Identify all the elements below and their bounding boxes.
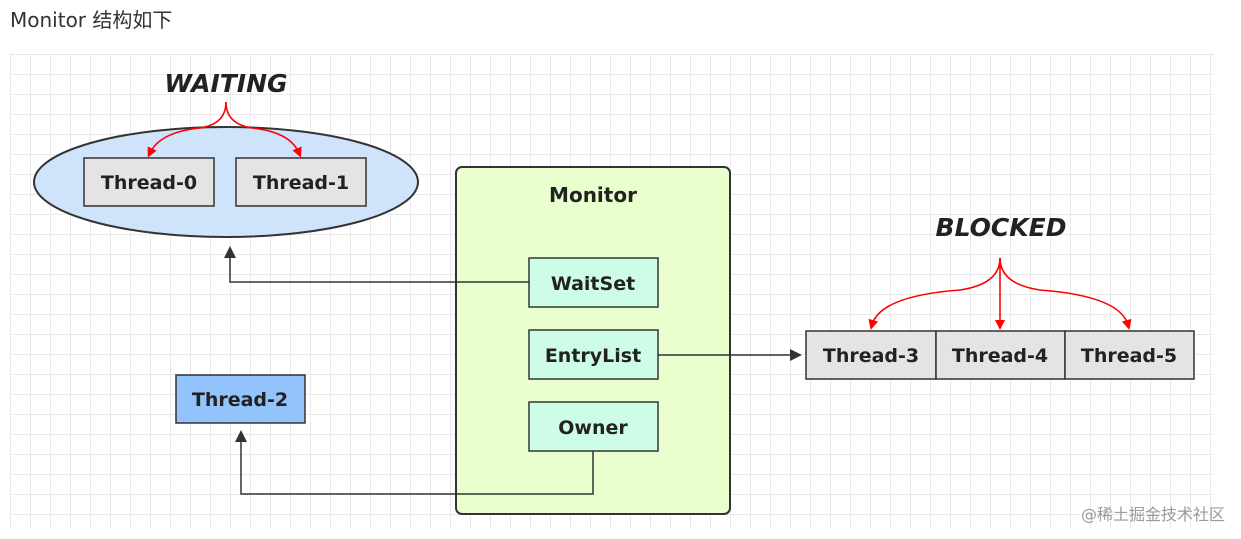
thread-3-box: Thread-3 (805, 330, 937, 380)
waiting-label: WAITING (164, 69, 287, 98)
thread-3-label: Thread-3 (823, 345, 919, 367)
waitset-label: WaitSet (551, 273, 635, 295)
waiting-arrow-left (147, 101, 227, 158)
thread-1-label: Thread-1 (253, 172, 349, 194)
owner-to-thread-2-arrow (235, 430, 594, 495)
thread-2-label: Thread-2 (192, 389, 288, 411)
waitset-to-waiting-arrow (224, 246, 529, 283)
watermark-text: @稀土掘金技术社区 (1080, 505, 1225, 524)
thread-5-label: Thread-5 (1081, 345, 1177, 367)
waiting-arrow-right (225, 101, 302, 158)
thread-5-box: Thread-5 (1064, 330, 1195, 380)
entrylist-label: EntryList (545, 345, 641, 367)
entrylist-box: EntryList (528, 329, 659, 380)
page-heading: Monitor 结构如下 (10, 8, 173, 32)
owner-box: Owner (528, 401, 659, 452)
thread-2-box: Thread-2 (175, 374, 306, 424)
waitset-box: WaitSet (528, 257, 659, 308)
blocked-arrow-right (999, 257, 1132, 330)
waiting-ellipse (33, 126, 419, 238)
blocked-label: BLOCKED (936, 213, 1067, 242)
thread-4-label: Thread-4 (952, 345, 1048, 367)
thread-0-label: Thread-0 (101, 172, 197, 194)
owner-label: Owner (558, 417, 628, 439)
monitor-title: Monitor (549, 183, 637, 207)
thread-0-box: Thread-0 (83, 157, 215, 207)
thread-1-box: Thread-1 (235, 157, 367, 207)
blocked-arrow-left (868, 257, 1001, 330)
thread-4-box: Thread-4 (935, 330, 1066, 380)
